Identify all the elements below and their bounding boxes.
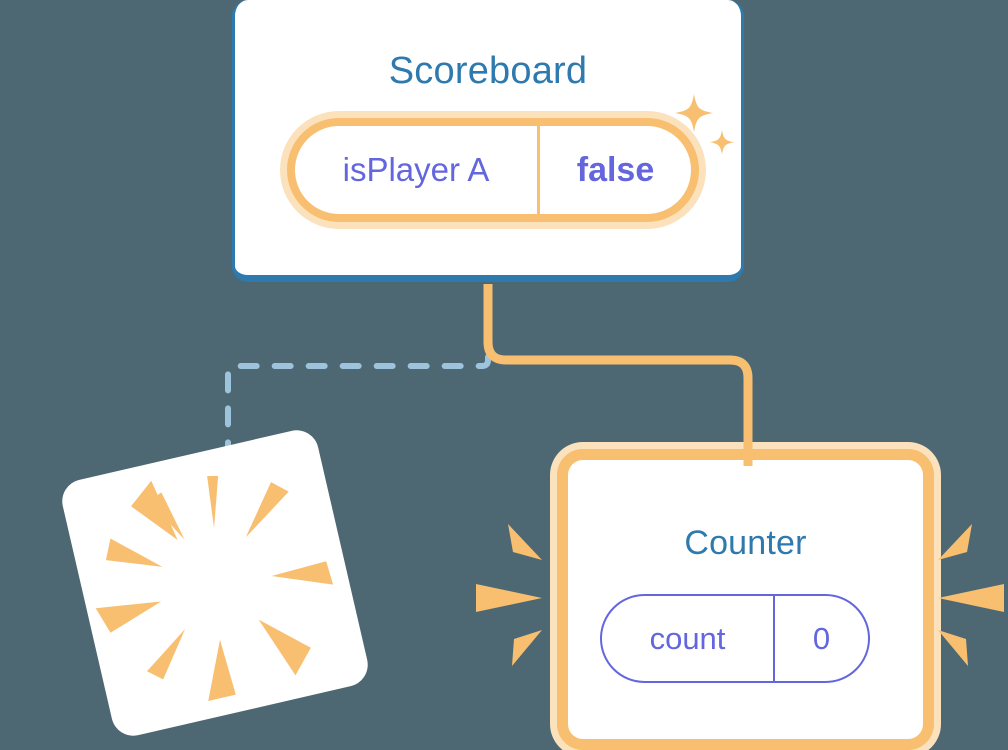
burst-effect-icon	[95, 475, 334, 702]
counter-title: Counter	[684, 524, 807, 562]
card-blank-tilted[interactable]	[57, 425, 373, 741]
ray-left-bottom-icon	[512, 630, 542, 666]
ray-right-top-icon	[938, 524, 972, 560]
ray-left-top-icon	[508, 524, 542, 560]
scoreboard-state-value: false	[576, 150, 655, 189]
card-counter[interactable]: Counter count 0	[557, 449, 934, 750]
counter-rays-left	[476, 524, 542, 666]
counter-state-value: 0	[812, 620, 831, 656]
card-scoreboard[interactable]: Scoreboard isPlayer A false	[232, 0, 744, 282]
ray-right-bottom-icon	[938, 630, 968, 666]
ray-left-middle-icon	[476, 584, 542, 612]
connector-solid-scoreboard-to-counter	[483, 284, 753, 466]
scoreboard-title: Scoreboard	[388, 50, 588, 92]
counter-state-key: count	[602, 596, 775, 681]
counter-rays-right	[938, 524, 1004, 666]
scoreboard-state-key: isPlayer A	[295, 126, 540, 214]
scoreboard-state-pill[interactable]: isPlayer A false	[287, 118, 699, 222]
ray-right-middle-icon	[938, 584, 1004, 612]
counter-state-pill[interactable]: count 0	[600, 594, 870, 683]
